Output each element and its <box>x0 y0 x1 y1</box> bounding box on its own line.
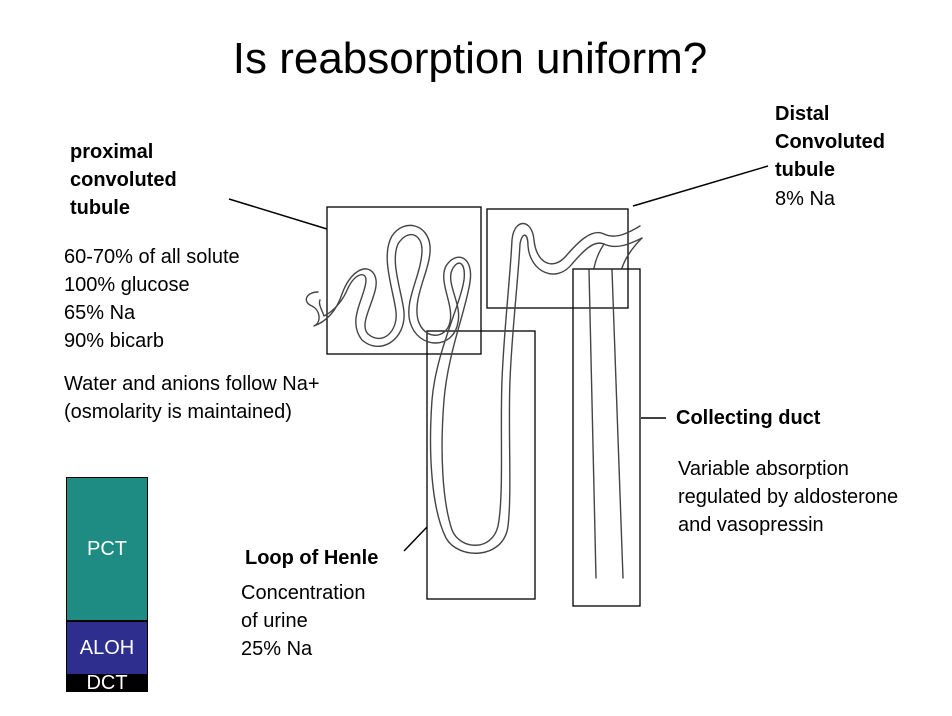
loop-heading: Loop of Henle <box>245 544 378 572</box>
dct-leader-line <box>633 166 768 206</box>
tubule-drawing <box>306 224 642 579</box>
loop-desc-line-1: Concentration <box>241 579 366 607</box>
bar-segment-pct: PCT <box>66 477 148 621</box>
loop-desc: Concentration of urine 25% Na <box>241 579 366 663</box>
pct-heading-line-2: convoluted <box>70 166 177 194</box>
bar-segment-dct: DCT <box>66 675 148 692</box>
collecting-duct-desc-line-2: regulated by aldosterone <box>678 483 898 511</box>
pct-stats: 60-70% of all solute 100% glucose 65% Na… <box>64 243 240 355</box>
loop-region-box <box>427 331 535 599</box>
loop-desc-line-3: 25% Na <box>241 635 366 663</box>
collecting-duct-right-wall <box>612 270 623 578</box>
pct-stat-bicarb: 90% bicarb <box>64 327 240 355</box>
dct-heading-line-2: Convoluted <box>775 128 885 156</box>
tubule-outer-wall <box>306 224 640 546</box>
collecting-duct-desc-line-3: and vasopressin <box>678 511 898 539</box>
pct-heading: proximal convoluted tubule <box>70 138 177 222</box>
bar-segment-aloh: ALOH <box>66 621 148 675</box>
collecting-duct-desc-line-1: Variable absorption <box>678 455 898 483</box>
dct-heading-line-3: tubule <box>775 156 885 184</box>
collecting-duct-left-wall <box>589 270 596 578</box>
pct-note-line-2: (osmolarity is maintained) <box>64 398 320 426</box>
pct-stat-solute: 60-70% of all solute <box>64 243 240 271</box>
collecting-duct-desc: Variable absorption regulated by aldoste… <box>678 455 898 539</box>
collecting-duct-region-box <box>573 269 640 606</box>
pct-note-line-1: Water and anions follow Na+ <box>64 370 320 398</box>
dct-heading-line-1: Distal <box>775 100 885 128</box>
pct-leader-line <box>229 199 327 229</box>
pct-heading-line-3: tubule <box>70 194 177 222</box>
loop-leader-line <box>404 527 427 551</box>
dct-heading: Distal Convoluted tubule <box>775 100 885 184</box>
pct-heading-line-1: proximal <box>70 138 177 166</box>
pct-stat-glucose: 100% glucose <box>64 271 240 299</box>
pct-note: Water and anions follow Na+ (osmolarity … <box>64 370 320 426</box>
connecting-tubule <box>594 238 642 268</box>
loop-desc-line-2: of urine <box>241 607 366 635</box>
pct-stat-na: 65% Na <box>64 299 240 327</box>
dct-stat: 8% Na <box>775 185 835 213</box>
collecting-duct-heading: Collecting duct <box>676 404 820 432</box>
